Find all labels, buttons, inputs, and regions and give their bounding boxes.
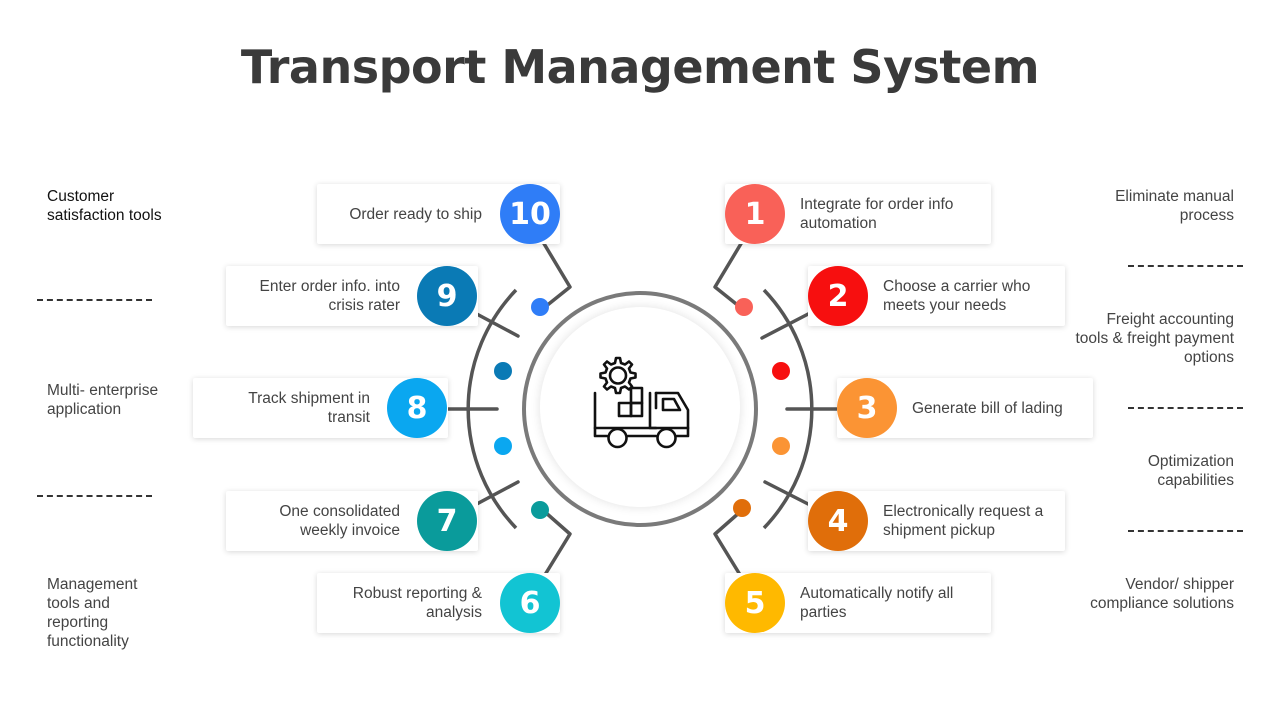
right-note-2: Freight accounting tools & freight payme… <box>1075 311 1234 366</box>
step-badge-5: 5 <box>725 573 785 633</box>
dot-9 <box>494 362 512 380</box>
connector-2 <box>760 310 814 340</box>
connector-9 <box>471 310 520 338</box>
connector-10 <box>541 240 572 309</box>
dot-10 <box>531 298 549 316</box>
left-divider-2 <box>37 495 152 497</box>
right-divider-1 <box>1128 265 1243 267</box>
left-note-1: Customer satisfaction tools <box>47 188 162 224</box>
connector-1 <box>713 240 744 309</box>
right-divider-3 <box>1128 530 1243 532</box>
truck-gear-icon <box>593 356 690 449</box>
step-text-10: Order ready to ship <box>349 205 482 223</box>
connector-6 <box>541 510 572 580</box>
left-arc <box>466 288 518 530</box>
step-badge-8: 8 <box>387 378 447 438</box>
step-badge-4: 4 <box>808 491 868 551</box>
connector-5 <box>713 510 744 580</box>
page-title: Transport Management System <box>240 40 1040 94</box>
step-text-8: Track shipment in transit <box>248 390 370 426</box>
dot-8 <box>494 437 512 455</box>
step-text-2: Choose a carrier who meets your needs <box>883 278 1031 314</box>
connector-7 <box>471 480 520 508</box>
right-divider-2 <box>1128 407 1243 409</box>
step-text-5: Automatically notify all parties <box>800 585 954 621</box>
left-note-2: Multi- enterprise application <box>47 382 159 418</box>
step-badge-6: 6 <box>500 573 560 633</box>
step-text-4: Electronically request a shipment pickup <box>883 503 1044 539</box>
right-note-1: Eliminate manual process <box>1115 188 1234 224</box>
dot-4 <box>733 499 751 517</box>
right-note-4: Vendor/ shipper compliance solutions <box>1090 576 1234 612</box>
step-text-1: Integrate for order info automation <box>800 196 954 232</box>
right-arc <box>762 288 814 530</box>
dot-2 <box>772 362 790 380</box>
step-badge-1: 1 <box>725 184 785 244</box>
step-text-3: Generate bill of lading <box>912 399 1063 417</box>
dot-3 <box>772 437 790 455</box>
center-hub <box>540 307 740 507</box>
outer-ring <box>522 291 758 527</box>
step-text-6: Robust reporting & analysis <box>352 585 482 621</box>
right-note-3: Optimization capabilities <box>1147 453 1234 489</box>
step-text-9: Enter order info. into crisis rater <box>259 278 400 314</box>
dot-1 <box>735 298 753 316</box>
step-badge-7: 7 <box>417 491 477 551</box>
step-badge-9: 9 <box>417 266 477 326</box>
step-badge-3: 3 <box>837 378 897 438</box>
step-badge-2: 2 <box>808 266 868 326</box>
step-badge-10: 10 <box>500 184 560 244</box>
left-note-3: Management tools and reporting functiona… <box>47 576 138 650</box>
left-divider-1 <box>37 299 152 301</box>
step-text-7: One consolidated weekly invoice <box>279 503 400 539</box>
dot-7 <box>531 501 549 519</box>
